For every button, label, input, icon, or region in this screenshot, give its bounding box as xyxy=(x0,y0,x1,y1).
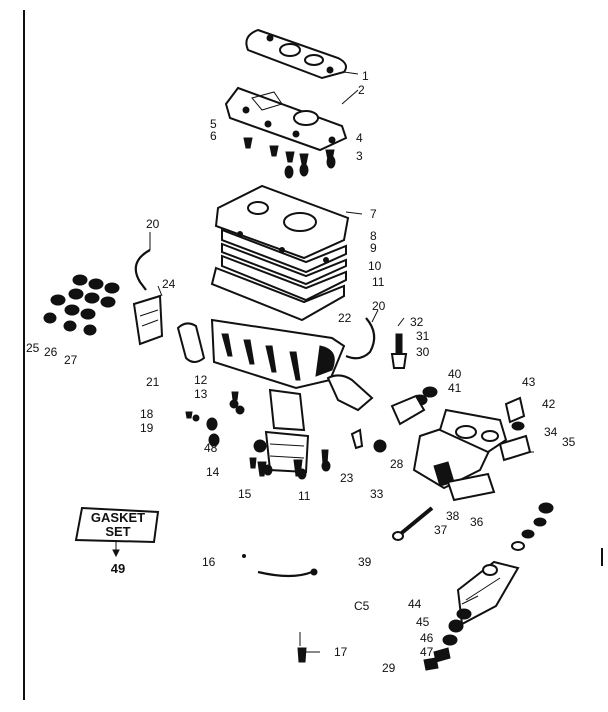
label-3: 3 xyxy=(356,149,363,163)
fuel-pump-assembly-part xyxy=(423,502,554,671)
label-36: 36 xyxy=(470,515,484,529)
fitting-42-43-part xyxy=(504,396,526,431)
label-11: 11 xyxy=(372,275,385,289)
gasket-set-box xyxy=(74,506,160,558)
hose-21-part xyxy=(176,322,206,363)
wire-16-part xyxy=(242,554,318,578)
label-42: 42 xyxy=(542,397,556,411)
label-4: 4 xyxy=(356,131,363,145)
top-gasket-part xyxy=(245,28,347,80)
label-14: 14 xyxy=(206,465,220,479)
label-1: 1 xyxy=(362,69,369,83)
label-35: 35 xyxy=(562,435,576,449)
label-5: 5 xyxy=(210,117,217,131)
label-10: 10 xyxy=(368,259,382,273)
label-20-left: 20 xyxy=(146,217,160,231)
leader-1 xyxy=(343,71,359,75)
part-17-part xyxy=(297,632,320,663)
label-23: 23 xyxy=(340,471,354,485)
label-26: 26 xyxy=(44,345,58,359)
label-48: 48 xyxy=(204,441,218,455)
label-41: 41 xyxy=(448,381,462,395)
plug-cluster-part xyxy=(43,274,120,336)
needle-valve-part xyxy=(390,317,408,369)
fitting-24-part xyxy=(132,294,164,346)
label-8: 8 xyxy=(370,229,377,243)
label-17: 17 xyxy=(334,645,348,659)
leader-2 xyxy=(341,89,359,105)
label-12: 12 xyxy=(194,373,208,387)
label-47: 47 xyxy=(420,645,434,659)
label-20-right: 20 xyxy=(372,299,386,313)
hose-23-part xyxy=(326,374,374,412)
label-31: 31 xyxy=(416,329,430,343)
label-18: 18 xyxy=(140,407,154,421)
label-7: 7 xyxy=(370,207,377,221)
label-30: 30 xyxy=(416,345,430,359)
label-44: 44 xyxy=(408,597,422,611)
small-hardware-part xyxy=(185,391,331,480)
label-c5: C5 xyxy=(354,599,370,613)
reed-plate-stack-part xyxy=(210,184,350,322)
hose-clamp-left-part xyxy=(134,249,151,291)
label-46: 46 xyxy=(420,631,434,645)
label-22: 22 xyxy=(338,311,352,325)
label-24: 24 xyxy=(162,277,176,291)
gasket-set-number: 49 xyxy=(111,561,125,576)
label-32: 32 xyxy=(410,315,424,329)
label-38: 38 xyxy=(446,509,460,523)
throttle-body-part xyxy=(412,408,508,502)
gasket-set-line1: GASKET xyxy=(91,510,145,525)
label-34: 34 xyxy=(544,425,558,439)
label-9: 9 xyxy=(370,241,377,255)
gasket-set-line2: SET xyxy=(105,524,130,539)
shaft-39-part xyxy=(392,506,434,541)
label-37: 37 xyxy=(434,523,448,537)
label-39: 39 xyxy=(358,555,372,569)
label-19: 19 xyxy=(140,421,154,435)
label-28: 28 xyxy=(390,457,404,471)
label-29: 29 xyxy=(382,661,396,675)
label-16: 16 xyxy=(202,555,216,569)
label-33: 33 xyxy=(370,487,384,501)
label-45: 45 xyxy=(416,615,430,629)
label-6: 6 xyxy=(210,129,217,143)
label-13: 13 xyxy=(194,387,208,401)
label-21: 21 xyxy=(146,375,160,389)
cover-screws-part xyxy=(243,137,336,179)
label-15: 15 xyxy=(238,487,252,501)
carburetor-body-part xyxy=(210,318,346,474)
cover-plate-part xyxy=(224,86,348,152)
leader-20b xyxy=(371,309,379,323)
linkage-28-part xyxy=(350,394,426,453)
label-2: 2 xyxy=(358,83,365,97)
leader-7 xyxy=(345,211,363,215)
label-43: 43 xyxy=(522,375,536,389)
hose-clamp-right-part xyxy=(345,317,376,360)
leader-44 xyxy=(461,595,479,605)
label-25: 25 xyxy=(26,341,40,355)
leader-24 xyxy=(157,285,163,297)
label-40: 40 xyxy=(448,367,462,381)
label-11-lower: 11 xyxy=(298,489,311,503)
label-27: 27 xyxy=(64,353,78,367)
